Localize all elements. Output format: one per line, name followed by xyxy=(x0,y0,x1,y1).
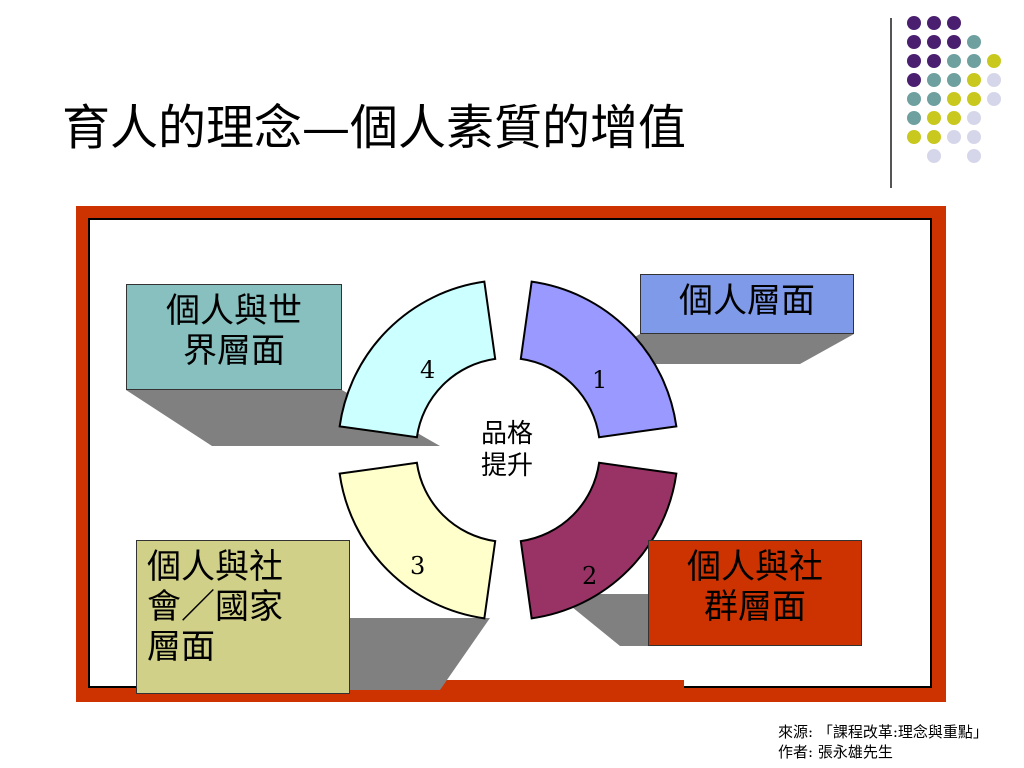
decorative-dot xyxy=(907,92,921,106)
source-line: 來源: 「課程改革:理念與重點」 xyxy=(778,723,988,741)
decorative-dot xyxy=(987,54,1001,68)
decorative-dot xyxy=(967,35,981,49)
decorative-dot xyxy=(947,111,961,125)
decorative-dot xyxy=(947,16,961,30)
decorative-dot xyxy=(927,54,941,68)
decorative-dot xyxy=(967,111,981,125)
decorative-dot xyxy=(947,130,961,144)
decorative-dot xyxy=(927,149,941,163)
decorative-dot xyxy=(987,92,1001,106)
segment-number-3: 3 xyxy=(410,552,426,580)
box-personal-level: 個人層面 xyxy=(640,274,854,334)
ring-segment-3 xyxy=(338,461,497,620)
decorative-dot xyxy=(927,130,941,144)
decorative-dot xyxy=(907,73,921,87)
decorative-dot xyxy=(927,35,941,49)
decorative-dot xyxy=(927,92,941,106)
author-line: 作者: 張永雄先生 xyxy=(778,743,893,761)
decorative-dot xyxy=(967,54,981,68)
decorative-dot xyxy=(947,35,961,49)
source-credit: 來源: 「課程改革:理念與重點」 作者: 張永雄先生 xyxy=(778,722,988,762)
decorative-dot-grid xyxy=(907,16,1001,163)
decorative-dot xyxy=(967,149,981,163)
segment-number-4: 4 xyxy=(420,356,436,384)
decorative-dot xyxy=(947,92,961,106)
decorative-dot xyxy=(947,54,961,68)
box-world-level: 個人與世 界層面 xyxy=(126,284,342,390)
decorative-dot xyxy=(967,130,981,144)
decorative-dot xyxy=(907,130,921,144)
decorative-dot xyxy=(967,92,981,106)
box-community-level: 個人與社 群層面 xyxy=(648,540,862,646)
decorative-dot xyxy=(927,16,941,30)
decorative-dot xyxy=(907,111,921,125)
decorative-dot xyxy=(927,73,941,87)
decorative-dot xyxy=(927,111,941,125)
box-society-level: 個人與社 會／國家 層面 xyxy=(136,540,350,694)
callout-shadow-society xyxy=(350,618,490,690)
ring-segment-1 xyxy=(519,280,678,439)
segment-number-1: 1 xyxy=(592,366,608,394)
decorative-dot xyxy=(987,73,1001,87)
decorative-dot xyxy=(907,16,921,30)
slide-title: 育人的理念—個人素質的增值 xyxy=(62,100,687,156)
ring-segment-4 xyxy=(338,280,497,439)
callout-shadow-community xyxy=(556,594,648,646)
decorative-dot xyxy=(967,73,981,87)
segment-number-2: 2 xyxy=(582,562,598,590)
callout-shadow-personal xyxy=(588,334,854,364)
title-divider xyxy=(890,18,892,188)
decorative-dot xyxy=(907,35,921,49)
decorative-dot xyxy=(947,73,961,87)
decorative-dot xyxy=(907,54,921,68)
center-label: 品格 提升 xyxy=(480,419,533,481)
ring-segment-2 xyxy=(519,461,678,620)
